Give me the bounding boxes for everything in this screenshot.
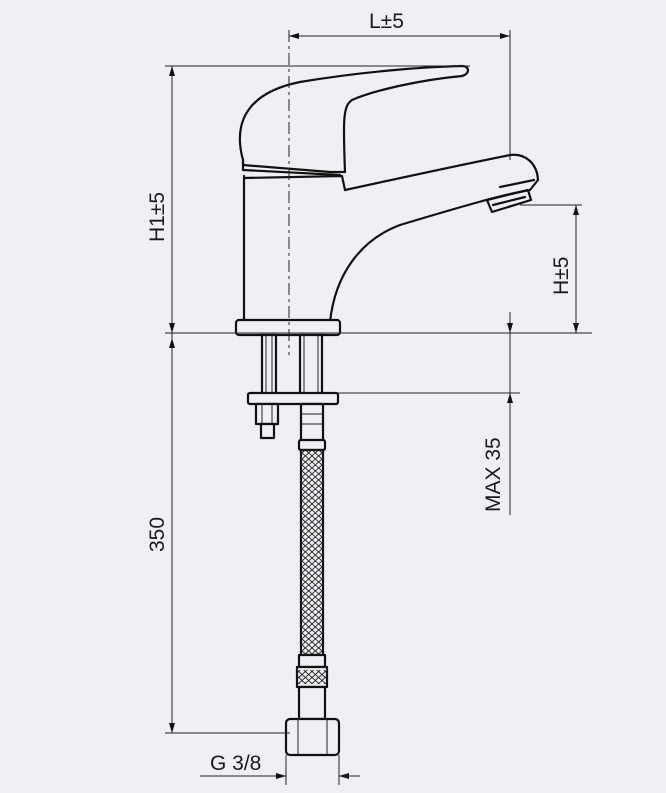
lever-handle [238, 64, 470, 174]
dimension-lines [165, 30, 592, 785]
faucet [234, 64, 540, 337]
aerator [485, 188, 533, 214]
mounting-hardware [246, 333, 340, 440]
mounting-plate [246, 391, 340, 406]
faucet-body [242, 174, 347, 324]
hex-nut-fitting [284, 717, 341, 757]
max-thickness-label: MAX 35 [482, 437, 505, 512]
spout-height-label: H±5 [550, 257, 573, 295]
hose-length-label: 350 [146, 517, 169, 552]
overall-height-label: H1±5 [146, 192, 169, 242]
thread-label: G 3/8 [210, 752, 261, 775]
spout [328, 153, 540, 324]
braided-hose [284, 402, 341, 757]
faucet-base [234, 318, 342, 337]
length-label: L±5 [369, 10, 404, 33]
